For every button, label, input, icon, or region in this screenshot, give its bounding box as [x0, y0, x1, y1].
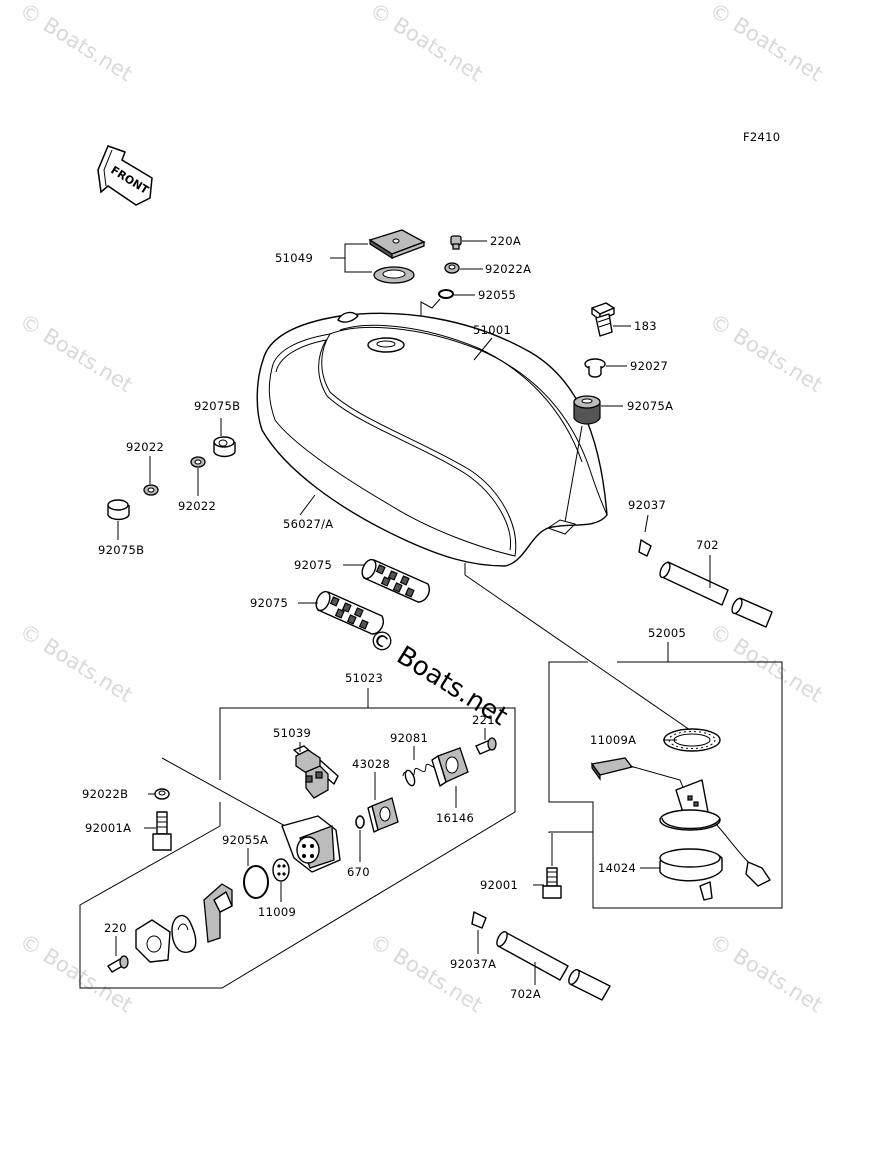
watermark: © Boats.net: [705, 929, 826, 1017]
label-220: 220: [104, 921, 127, 935]
screw-220A: [450, 235, 487, 250]
label-51001: 51001: [473, 323, 511, 337]
screw-221: [475, 728, 497, 755]
lever-51039: [281, 742, 341, 873]
label-11009: 11009: [258, 905, 296, 919]
fuel-tank-51001: [256, 311, 608, 567]
label-92081: 92081: [390, 731, 428, 745]
label-92037: 92037: [628, 498, 666, 512]
label-92022B: 92022B: [82, 787, 128, 801]
clip-92037A: [471, 911, 487, 954]
fuel-cock-seal: [171, 914, 197, 953]
label-92075B-bottom: 92075B: [98, 543, 144, 557]
oring-670: [355, 815, 365, 862]
watermark: © Boats.net: [705, 0, 826, 86]
damper-92075A: [564, 395, 623, 523]
label-11009A: 11009A: [590, 733, 636, 747]
watermark: © Boats.net: [705, 619, 826, 707]
label-51049: 51049: [275, 251, 313, 265]
label-92055A: 92055A: [222, 833, 268, 847]
watermark: © Boats.net: [15, 0, 136, 86]
label-52005: 52005: [648, 626, 686, 640]
label-14024: 14024: [598, 861, 636, 875]
grommet-92075-lower: [298, 590, 384, 635]
label-16146: 16146: [436, 811, 474, 825]
cover-16146: [431, 747, 469, 808]
assembly-box-51023: [79, 688, 516, 989]
oring-92055: [420, 289, 475, 318]
washer-92022-left: [143, 456, 159, 496]
bolt-92001: [533, 833, 562, 899]
label-183: 183: [634, 319, 657, 333]
label-92022A: 92022A: [485, 262, 531, 276]
label-220A: 220A: [490, 234, 521, 248]
oring-92055A: [243, 848, 269, 899]
assembly-box-52005: [464, 563, 783, 909]
hose-702: [659, 555, 773, 628]
watermark: © Boats.net: [15, 929, 136, 1017]
nut-92022A: [444, 262, 483, 274]
label-92055: 92055: [478, 288, 516, 302]
cap-plate-51049: [330, 229, 426, 284]
washer-92022-mid: [190, 456, 206, 496]
label-92022-left: 92022: [126, 440, 164, 454]
fuel-cock-cover: [135, 919, 171, 963]
damper-92075B-bottom: [107, 499, 130, 540]
fuel-level-sensor: [590, 757, 771, 887]
grommet-92075-upper: [343, 558, 430, 603]
gasket-11009: [272, 858, 290, 902]
label-221: 221: [472, 713, 495, 727]
label-92022-mid: 92022: [178, 499, 216, 513]
label-56027A: 56027/A: [283, 517, 333, 531]
watermark: © Boats.net: [15, 309, 136, 397]
label-92001: 92001: [480, 878, 518, 892]
washer-92022B: [148, 788, 170, 800]
screw-220: [107, 936, 129, 973]
label-702A: 702A: [510, 987, 541, 1001]
watermark: © Boats.net: [705, 309, 826, 397]
collar-92027: [584, 358, 627, 378]
label-51023: 51023: [345, 671, 383, 685]
watermark: © Boats.net: [15, 619, 136, 707]
label-92075-lower: 92075: [250, 596, 288, 610]
label-51039: 51039: [273, 726, 311, 740]
hose-702A: [496, 930, 611, 1001]
label-92075B-top: 92075B: [194, 399, 240, 413]
label-92075-upper: 92075: [294, 558, 332, 572]
label-43028: 43028: [352, 757, 390, 771]
label-92075A: 92075A: [627, 399, 673, 413]
bolt-92001A: [144, 811, 172, 851]
watermark: © Boats.net: [365, 0, 486, 86]
damper-92075B-top: [213, 418, 236, 458]
bracket-14024: [640, 848, 723, 901]
diaphragm-43028: [367, 772, 399, 833]
label-92001A: 92001A: [85, 821, 131, 835]
spring-92081: [402, 746, 438, 787]
label-670: 670: [347, 865, 370, 879]
watermark: © Boats.net: [365, 929, 486, 1017]
label-92037A: 92037A: [450, 957, 496, 971]
label-702: 702: [696, 538, 719, 552]
bolt-183: [591, 302, 631, 337]
clip-92037: [638, 514, 652, 557]
label-92027: 92027: [630, 359, 668, 373]
fuel-cock-lever-plate: [203, 883, 233, 943]
front-arrow-icon: FRONT: [97, 145, 153, 206]
figure-code: F2410: [743, 130, 780, 144]
gasket-11009A: [663, 728, 721, 752]
